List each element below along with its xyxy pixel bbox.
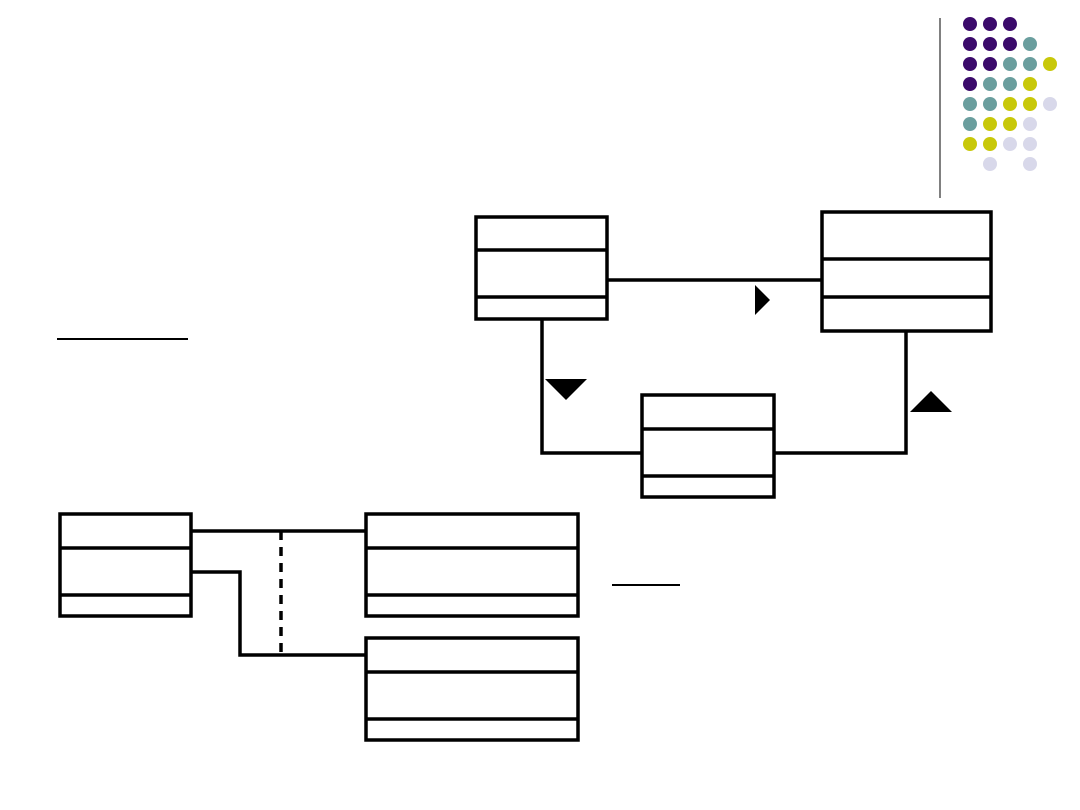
decor-dot-purple bbox=[1003, 17, 1017, 31]
association-line-middle-to-right bbox=[774, 331, 908, 455]
decor-dot-lavender bbox=[1023, 117, 1037, 131]
class-box-bottom-right-upper[interactable] bbox=[364, 512, 580, 618]
arrowhead-down bbox=[545, 379, 587, 400]
decor-dot-yellow bbox=[1003, 97, 1017, 111]
decor-dot-teal bbox=[963, 97, 977, 111]
decor-dot-purple bbox=[983, 37, 997, 51]
decor-dot-teal bbox=[1003, 57, 1017, 71]
decor-dot-yellow bbox=[1043, 57, 1057, 71]
decor-dot-purple bbox=[963, 17, 977, 31]
class-box-middle[interactable] bbox=[640, 393, 776, 499]
decor-dot-yellow bbox=[1023, 77, 1037, 91]
decor-dot-lavender bbox=[983, 157, 997, 171]
decor-dot-teal bbox=[983, 97, 997, 111]
decor-dot-lavender bbox=[1043, 97, 1057, 111]
decor-dot-yellow bbox=[983, 117, 997, 131]
arrowhead-up bbox=[910, 391, 952, 412]
decor-dot-purple bbox=[963, 77, 977, 91]
class-box-bottom-left[interactable] bbox=[58, 512, 193, 618]
decor-dot-purple bbox=[963, 57, 977, 71]
decor-dot-lavender bbox=[1023, 137, 1037, 151]
decor-dot-yellow bbox=[963, 137, 977, 151]
decor-dot-teal bbox=[963, 117, 977, 131]
association-line-bottom-lower bbox=[191, 570, 366, 657]
decorative-dot-grid bbox=[963, 17, 1057, 171]
decor-dot-yellow bbox=[1003, 117, 1017, 131]
decor-dot-teal bbox=[1003, 77, 1017, 91]
class-box-top-right[interactable] bbox=[820, 210, 993, 333]
class-box-top-left[interactable] bbox=[474, 215, 609, 321]
decor-dot-lavender bbox=[1023, 157, 1037, 171]
decor-dot-purple bbox=[963, 37, 977, 51]
arrowhead-right bbox=[755, 285, 770, 315]
class-box-bottom-right-lower[interactable] bbox=[364, 636, 580, 742]
decor-dot-lavender bbox=[1003, 137, 1017, 151]
decor-dot-teal bbox=[1023, 57, 1037, 71]
decor-dot-purple bbox=[983, 17, 997, 31]
decor-dot-yellow bbox=[983, 137, 997, 151]
decor-dot-teal bbox=[983, 77, 997, 91]
decor-dot-purple bbox=[983, 57, 997, 71]
decor-dot-teal bbox=[1023, 37, 1037, 51]
association-line-left-to-middle bbox=[540, 319, 642, 455]
decor-dot-purple bbox=[1003, 37, 1017, 51]
decor-dot-yellow bbox=[1023, 97, 1037, 111]
